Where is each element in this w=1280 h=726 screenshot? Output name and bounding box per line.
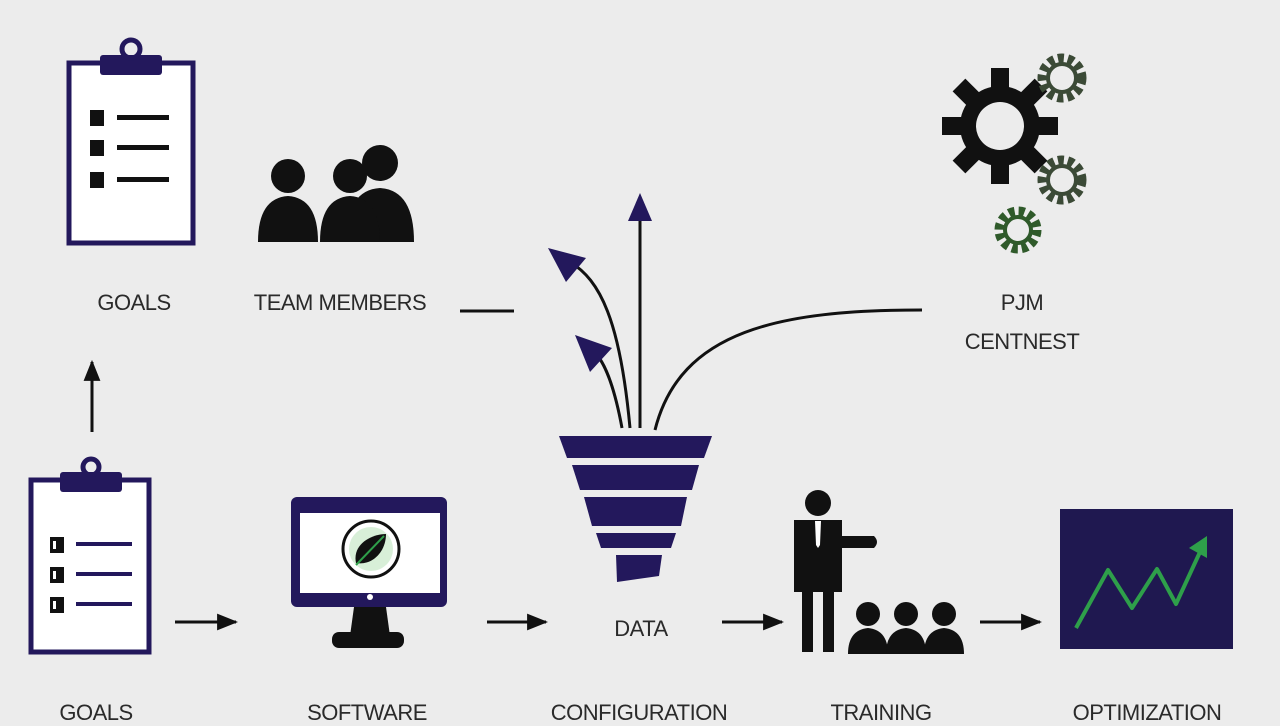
gears-label-line2: CENTNEST <box>964 329 1080 354</box>
optimization-growth-chart-icon <box>1060 509 1233 649</box>
top-goals-label: GOALS <box>97 290 171 315</box>
configuration-label: CONFIGURATION <box>550 700 728 725</box>
bottom-goals-clipboard-icon <box>28 456 152 655</box>
funnel-arrows <box>569 215 923 431</box>
funnel-icon <box>559 436 712 582</box>
team-members-icon <box>258 145 414 242</box>
training-trainer-icon <box>794 490 877 652</box>
training-label: TRAINING <box>830 700 932 725</box>
gears-icon <box>942 53 1087 254</box>
software-label: SOFTWARE <box>307 700 427 725</box>
bottom-goals-label: GOALS <box>59 700 133 725</box>
gears-label-line1: PJM <box>1000 290 1044 315</box>
arrow-heads <box>548 193 652 372</box>
training-audience-icon <box>848 602 964 654</box>
top-goals-clipboard-icon <box>66 37 196 246</box>
data-label: DATA <box>614 616 668 641</box>
software-monitor-icon <box>291 497 447 648</box>
optimization-label: OPTIMIZATION <box>1072 700 1222 725</box>
team-members-label: TEAM MEMBERS <box>253 290 427 315</box>
